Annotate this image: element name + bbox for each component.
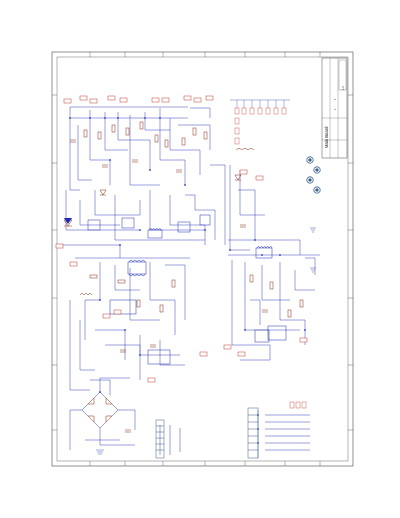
connector-icon [155, 407, 259, 459]
transformer-icon [127, 228, 273, 277]
ground-icon [96, 227, 316, 455]
net-label-leaders [230, 99, 290, 108]
title-block-rev: 1.0 [341, 86, 345, 90]
inductor-icon [79, 148, 255, 296]
title-block-sheet: 1 [333, 108, 337, 110]
net-label-column [234, 107, 287, 145]
controller-ic [109, 299, 287, 365]
sheet-frame [51, 51, 354, 467]
wiring [60, 106, 320, 458]
components [63, 121, 304, 433]
led-icon [64, 218, 72, 224]
title-block-title: Main Board [324, 126, 329, 148]
grid-ticks [52, 52, 353, 466]
net-labels [55, 95, 308, 383]
mosfet-icon [87, 214, 270, 343]
junctions [69, 117, 306, 444]
mounting-hole-icon [306, 156, 321, 194]
title-block-of: 1 [333, 98, 337, 100]
title-block: Main Board 1 1 1.0 [321, 57, 348, 159]
connector-net-labels [289, 401, 307, 409]
